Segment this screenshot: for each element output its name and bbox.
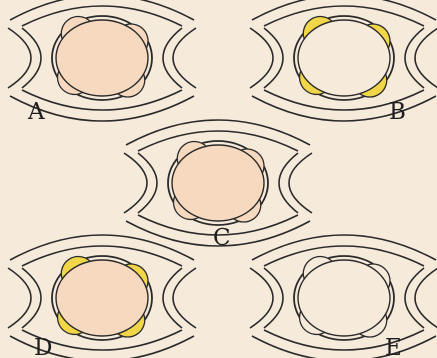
wall-right-outer: [415, 268, 437, 328]
panel-label-b: B: [389, 99, 406, 125]
panel-e: [250, 235, 437, 358]
panel-label-d: D: [34, 335, 52, 358]
panel-b: [250, 0, 437, 121]
panels-layer: [8, 0, 437, 358]
panel-label-c: C: [213, 225, 231, 251]
wall-left-outer: [8, 28, 31, 88]
wall-right-outer: [173, 268, 196, 328]
wall-right-outer: [173, 28, 196, 88]
wall-left-outer: [250, 268, 273, 328]
wall-left-outer: [8, 268, 31, 328]
wall-left-outer: [250, 28, 273, 88]
wall-right-outer: [289, 153, 312, 213]
panel-label-e: E: [385, 335, 402, 358]
wall-right-outer: [415, 28, 437, 88]
wall-left-outer: [124, 153, 147, 213]
panel-label-a: A: [27, 99, 45, 125]
